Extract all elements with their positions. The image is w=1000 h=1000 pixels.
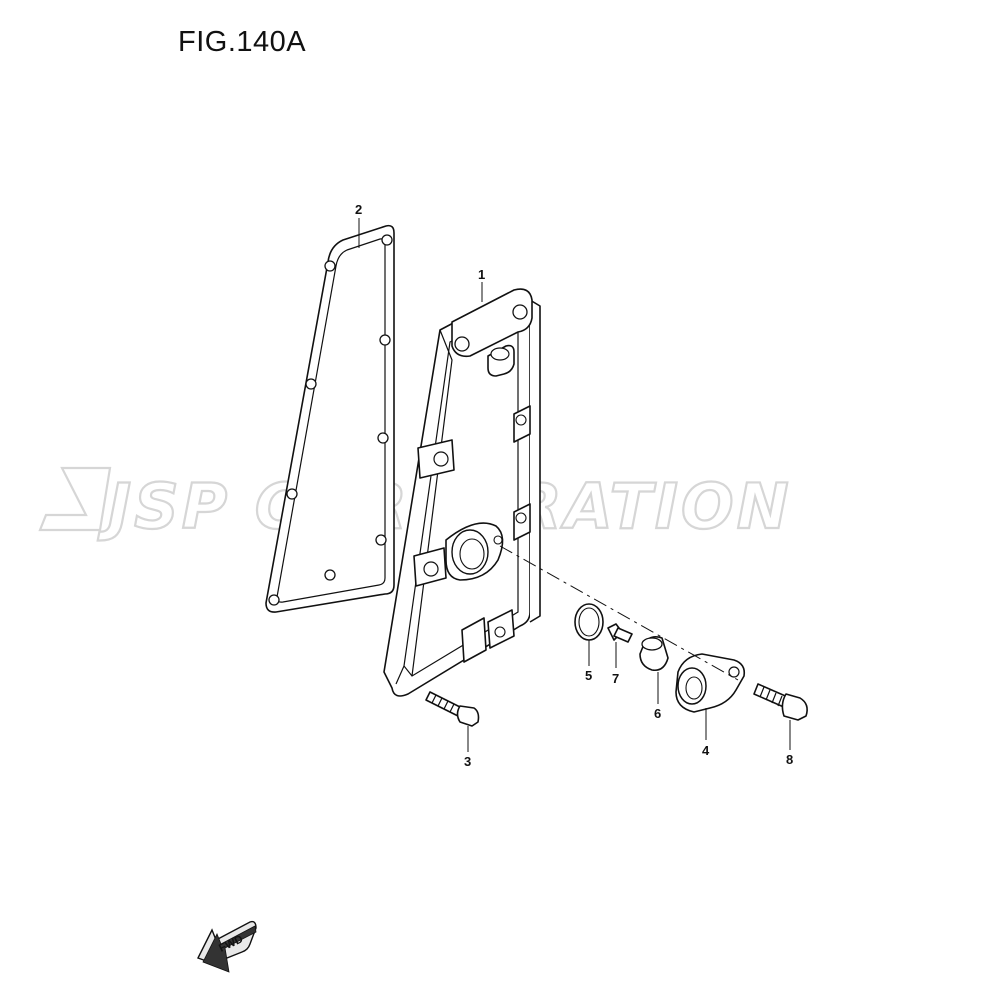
leader-lines — [358, 218, 791, 752]
callout-4: 4 — [702, 743, 710, 758]
gasket-part-2 — [265, 224, 395, 613]
cover-part-1 — [383, 288, 541, 697]
adaptor-part-4 — [675, 653, 746, 713]
callout-7: 7 — [612, 671, 619, 686]
bolt-part-8 — [753, 683, 808, 721]
bolt-part-7 — [607, 623, 633, 643]
callout-5: 5 — [585, 668, 592, 683]
callout-2: 2 — [355, 202, 362, 217]
collar-part-6 — [639, 636, 669, 672]
callout-6: 6 — [654, 706, 661, 721]
callout-1: 1 — [478, 267, 485, 282]
figure-title: FIG.140A — [178, 26, 307, 58]
fwd-arrow-badge: FWD — [197, 920, 257, 973]
callout-8: 8 — [786, 752, 793, 767]
callout-3: 3 — [464, 754, 471, 769]
o-ring-part-5 — [574, 603, 604, 641]
bolt-part-3 — [425, 691, 480, 727]
assembly-centerline — [499, 545, 739, 681]
